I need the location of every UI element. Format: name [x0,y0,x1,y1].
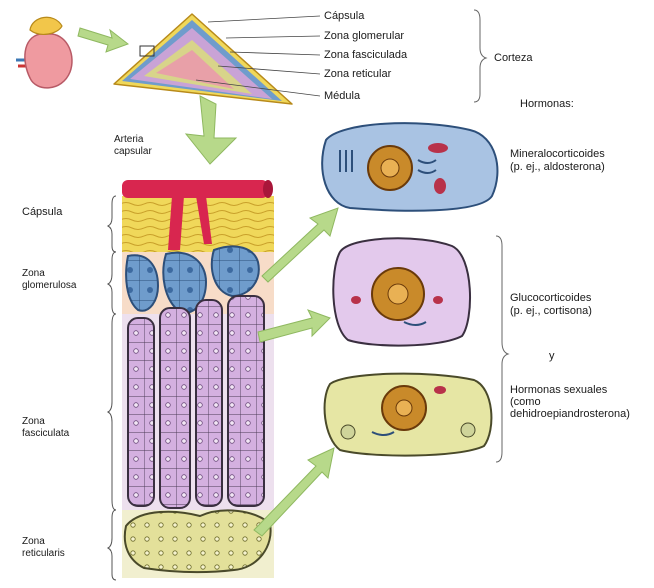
label-col-capsula: Cápsula [22,206,62,219]
label-gluco-2: (p. ej., cortisona) [510,305,592,318]
label-sex-3: dehidroepiandrosterona) [510,408,630,421]
adrenal-icon [30,17,62,34]
mineralocorticoid-cell [322,123,497,211]
cortex-tissue-column [122,180,274,578]
label-zona-reticular: Zona reticular [324,68,391,81]
adrenal-gland-section [114,14,292,104]
label-zona-fasciculada: Zona fasciculada [324,49,407,62]
hormones-heading: Hormonas: [520,98,574,111]
hormone-bracket [496,236,508,462]
label-zona-glomerular: Zona glomerular [324,30,404,43]
glucocorticoid-cell [333,238,470,345]
label-capsula: Cápsula [324,10,364,23]
arrow-icon [186,96,236,164]
artery-vessel [122,180,268,198]
label-artery-line1: Arteria [114,134,143,146]
sex-hormone-cell [325,374,492,456]
arrow-icon [78,28,128,52]
label-mineralo-1: Mineralocorticoides [510,148,605,161]
corteza-bracket [474,10,486,102]
kidney-icon [16,17,72,88]
zone-braces [108,196,116,580]
label-reticularis-1: Zona [22,536,45,548]
label-glomerulosa-2: glomerulosa [22,280,76,292]
label-gluco-1: Glucocorticoides [510,292,591,305]
label-fasciculata-1: Zona [22,416,45,428]
label-medula: Médula [324,90,360,103]
label-glomerulosa-1: Zona [22,268,45,280]
label-fasciculata-2: fasciculata [22,428,69,440]
label-artery-line2: capsular [114,146,152,158]
label-and: y [549,350,555,363]
label-corteza: Corteza [494,52,533,65]
label-mineralo-2: (p. ej., aldosterona) [510,161,605,174]
label-reticularis-2: reticularis [22,548,65,560]
